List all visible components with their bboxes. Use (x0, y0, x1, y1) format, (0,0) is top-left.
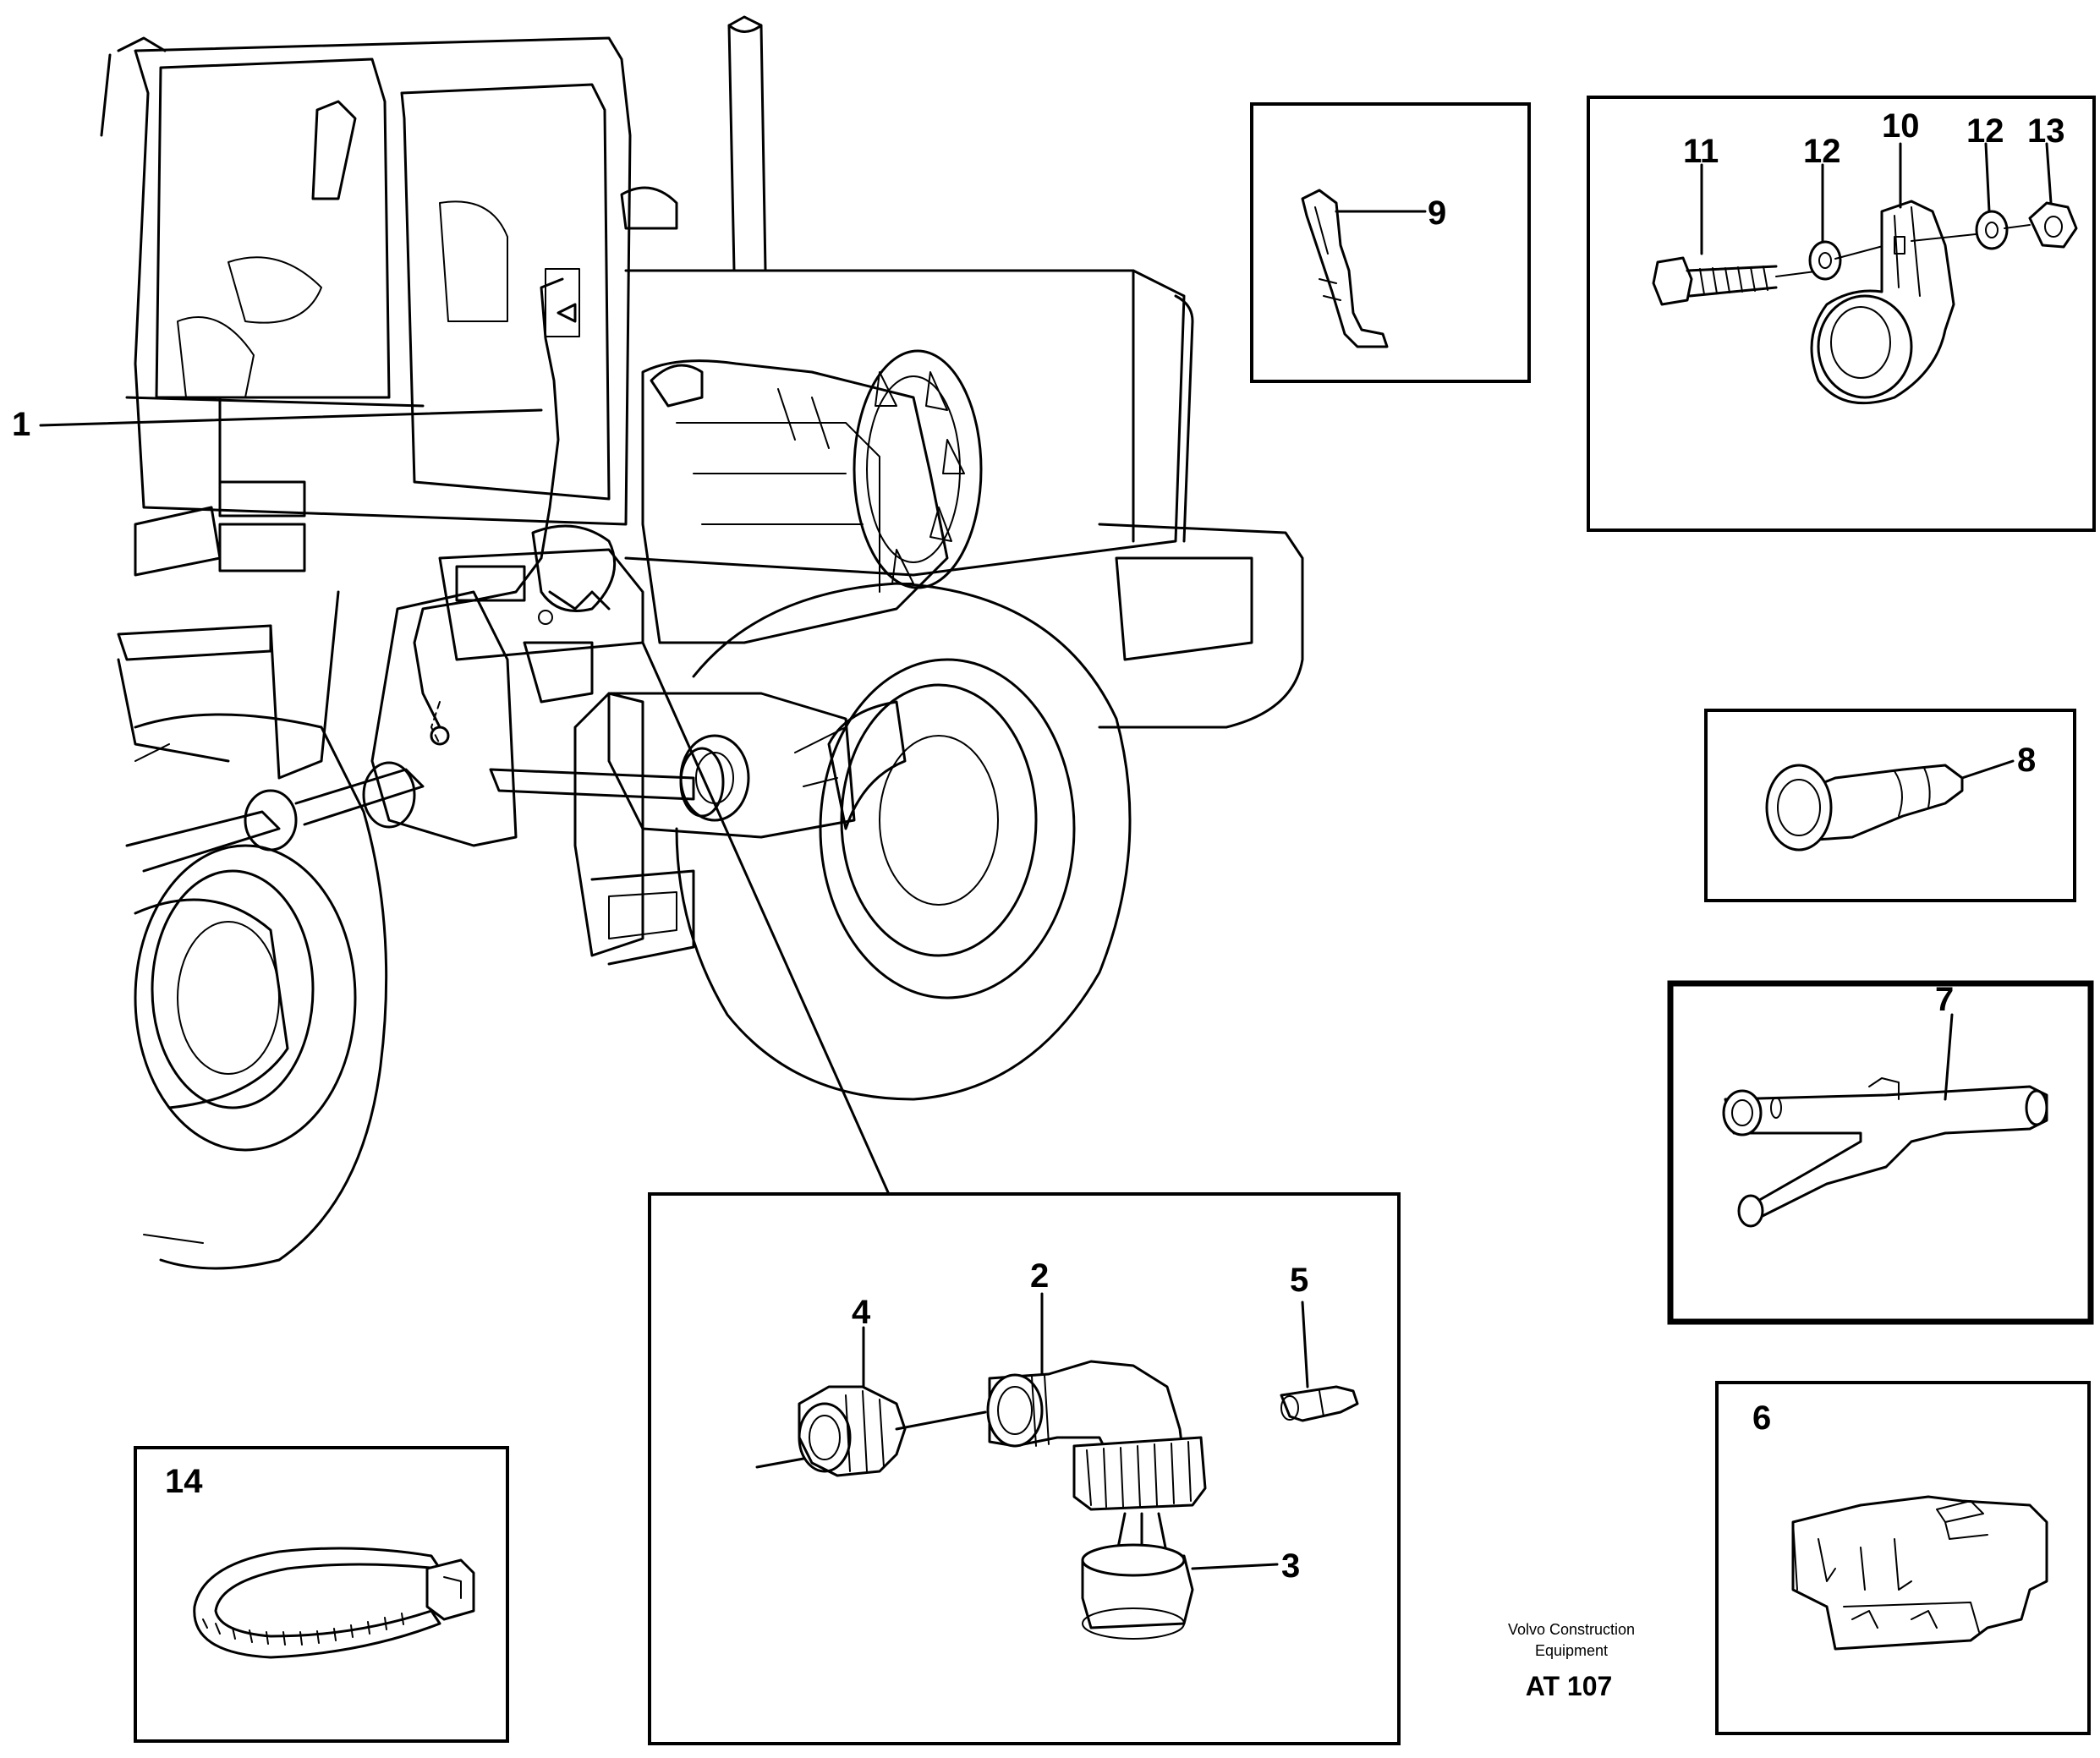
detail-box-7: 7 (1667, 980, 2094, 1325)
figure-code: AT 107 (1526, 1671, 1613, 1701)
wheel-loader-drawing (100, 15, 1304, 1270)
detail-leader-line (641, 641, 890, 1194)
callout-13-label: 13 (2027, 112, 2065, 150)
callout-3-label: 3 (1281, 1547, 1300, 1585)
callout-1: 1 (12, 406, 543, 443)
callout-9-label: 9 (1428, 194, 1446, 232)
callout-12a-label: 12 (1803, 133, 1841, 170)
credit-line-2: Equipment (1535, 1642, 1608, 1659)
callout-11-label: 11 (1683, 133, 1719, 170)
credit-line-1: Volvo Construction (1508, 1621, 1635, 1638)
callout-2-label: 2 (1030, 1257, 1049, 1295)
callout-1-label: 1 (12, 406, 30, 443)
callout-5-label: 5 (1290, 1262, 1308, 1299)
detail-box-9: 9 (1250, 102, 1531, 383)
callout-12b-label: 12 (1966, 112, 2004, 150)
detail-box-10-13: 11 12 10 12 13 (1587, 96, 2096, 532)
detail-box-2-5: 4 2 5 3 (648, 1192, 1401, 1745)
callout-8-label: 8 (2017, 742, 2036, 779)
detail-box-14: 14 (134, 1446, 509, 1743)
callout-7-label: 7 (1935, 981, 1954, 1018)
detail-box-8: 8 (1704, 709, 2076, 902)
callout-10-label: 10 (1882, 107, 1920, 145)
publisher-credit: Volvo Construction Equipment AT 107 (1508, 1621, 1635, 1701)
detail-box-6: 6 (1715, 1381, 2091, 1735)
callout-6-label: 6 (1752, 1399, 1771, 1437)
callout-4-label: 4 (852, 1294, 871, 1331)
callout-14-label: 14 (165, 1463, 203, 1500)
